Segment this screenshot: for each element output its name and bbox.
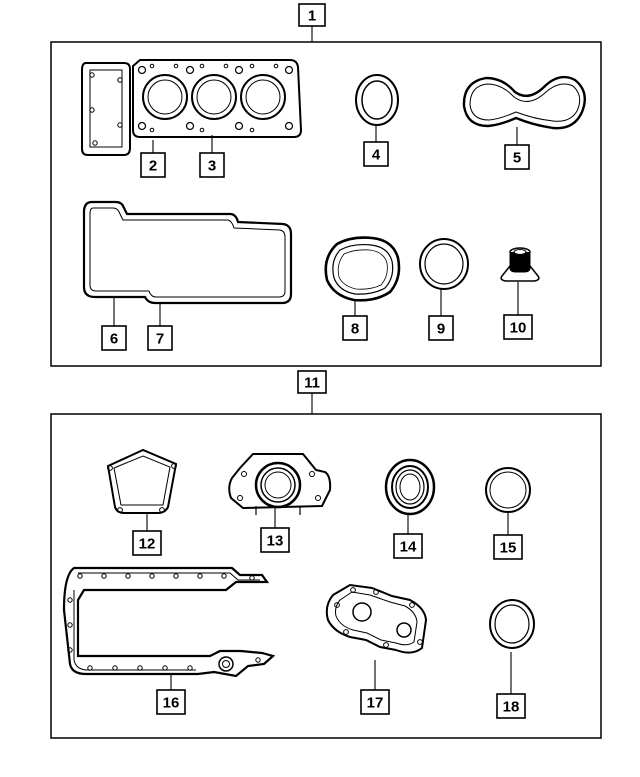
callout-17-label: 17 [367, 695, 384, 712]
callout-9-label: 9 [437, 321, 445, 338]
part-16-oil-pan-gasket [62, 566, 276, 678]
kit-callout-11-label: 11 [304, 375, 320, 392]
callout-6-label: 6 [110, 331, 118, 348]
kit-callout-1-label: 1 [308, 8, 316, 25]
callout-4: 4 [363, 141, 389, 167]
callout-17: 17 [360, 689, 390, 715]
callout-18: 18 [496, 693, 526, 719]
kit-callout-11: 11 [297, 370, 327, 394]
part-10-valve-stem-seal [500, 247, 540, 282]
callout-7-label: 7 [156, 331, 164, 348]
callout-2: 2 [140, 152, 166, 178]
callout-12: 12 [132, 530, 162, 556]
callout-4-label: 4 [372, 147, 381, 164]
part-14-seal [384, 458, 436, 516]
lower-kit-frame [50, 413, 602, 739]
callout-6: 6 [101, 325, 127, 351]
callout-12-label: 12 [139, 536, 156, 553]
part-5-gasket [462, 75, 586, 130]
callout-16: 16 [156, 689, 186, 715]
callout-8-label: 8 [351, 321, 359, 338]
part-12-gasket [106, 448, 178, 514]
callout-15: 15 [493, 534, 523, 560]
callout-10: 10 [503, 314, 533, 340]
callout-14: 14 [393, 533, 423, 559]
part-18-ring [489, 599, 535, 649]
part-17-water-pump-gasket [325, 583, 428, 654]
part-13-seal-retainer [228, 453, 332, 515]
callout-2-label: 2 [149, 158, 157, 175]
callout-7: 7 [147, 325, 173, 351]
callout-5-label: 5 [513, 150, 521, 167]
callout-3: 3 [199, 152, 225, 178]
part-3-head-gasket [132, 59, 303, 138]
callout-15-label: 15 [500, 540, 517, 557]
kit-callout-1: 1 [298, 3, 326, 27]
part-8-seal [324, 236, 401, 302]
callout-10-label: 10 [510, 320, 527, 337]
part-6-7-gasket [82, 200, 293, 305]
part-15-o-ring [485, 467, 531, 513]
callout-3-label: 3 [208, 158, 216, 175]
part-4-seal [355, 74, 399, 126]
callout-13-label: 13 [267, 533, 284, 550]
callout-13: 13 [260, 527, 290, 553]
callout-14-label: 14 [400, 539, 417, 556]
part-9-seal [419, 238, 469, 290]
upper-kit-frame [50, 41, 602, 367]
callout-5: 5 [504, 144, 530, 170]
leader-lines [113, 26, 519, 694]
callout-16-label: 16 [163, 695, 180, 712]
part-2-gasket [81, 62, 131, 156]
callout-9: 9 [428, 315, 454, 341]
callout-8: 8 [342, 315, 368, 341]
callout-18-label: 18 [503, 699, 520, 716]
